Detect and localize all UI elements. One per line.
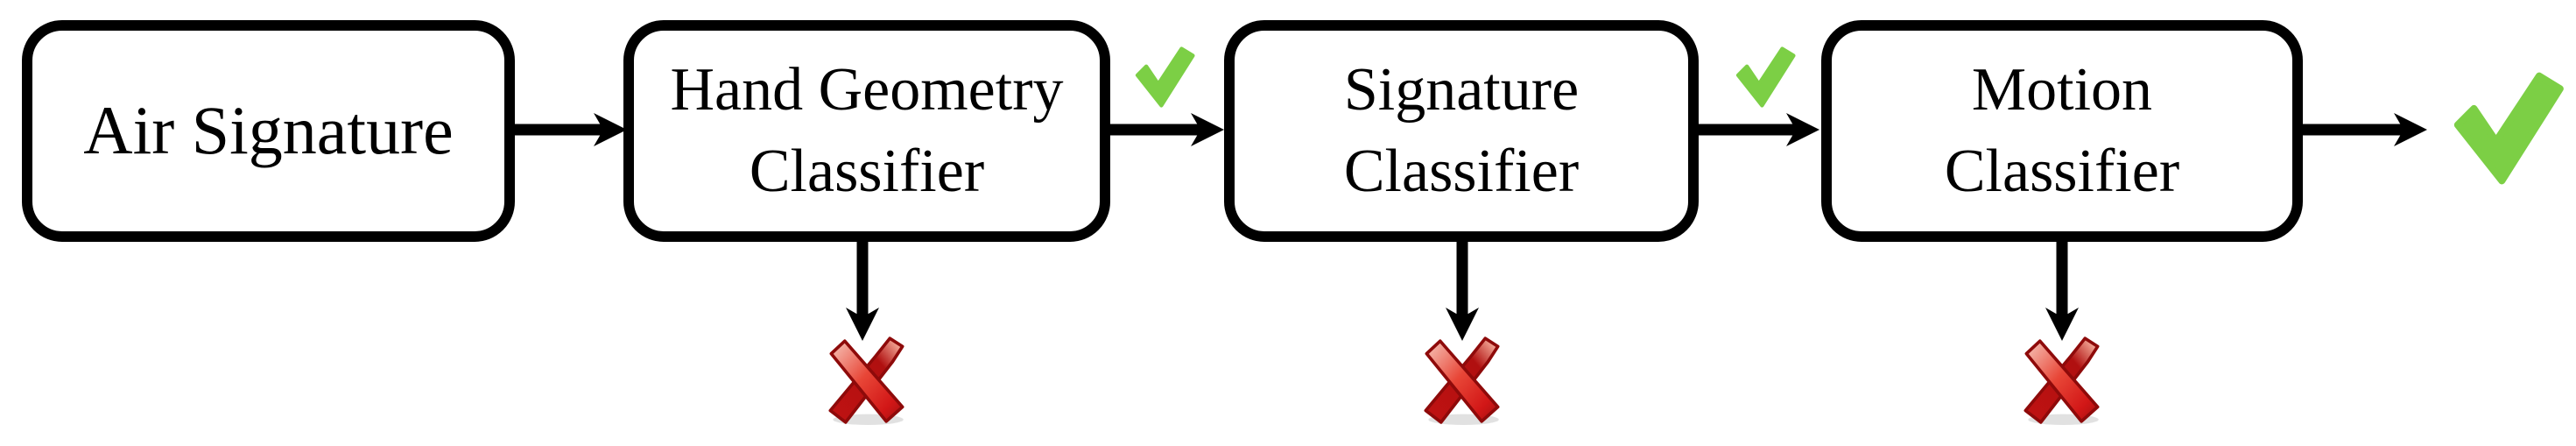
node-air-signature: Air Signature bbox=[22, 20, 515, 242]
node-signature-classifier: Signature Classifier bbox=[1224, 20, 1699, 242]
arrow-hand-reject-down-icon bbox=[846, 238, 879, 341]
node-motion-classifier: Motion Classifier bbox=[1821, 20, 2303, 242]
green-check-icon bbox=[1133, 44, 1196, 110]
red-cross-icon bbox=[1424, 336, 1501, 425]
arrow-air-to-hand-icon bbox=[511, 113, 627, 146]
node-hand-geometry-classifier: Hand Geometry Classifier bbox=[623, 20, 1110, 242]
node-label: Hand Geometry Classifier bbox=[670, 56, 1064, 205]
green-check-icon bbox=[1734, 44, 1797, 110]
arrow-motion-to-accept-icon bbox=[2300, 113, 2427, 146]
arrow-hand-to-signature-icon bbox=[1108, 113, 1224, 146]
arrow-signature-to-motion-icon bbox=[1696, 113, 1819, 146]
arrow-motion-reject-down-icon bbox=[2045, 238, 2079, 341]
node-label: Signature Classifier bbox=[1343, 56, 1580, 205]
green-check-icon bbox=[2449, 70, 2566, 187]
red-cross-icon bbox=[828, 336, 905, 425]
node-label: Air Signature bbox=[83, 92, 454, 169]
node-label: Motion Classifier bbox=[1944, 56, 2180, 205]
red-cross-icon bbox=[2023, 336, 2101, 425]
arrow-signature-reject-down-icon bbox=[1446, 238, 1479, 341]
